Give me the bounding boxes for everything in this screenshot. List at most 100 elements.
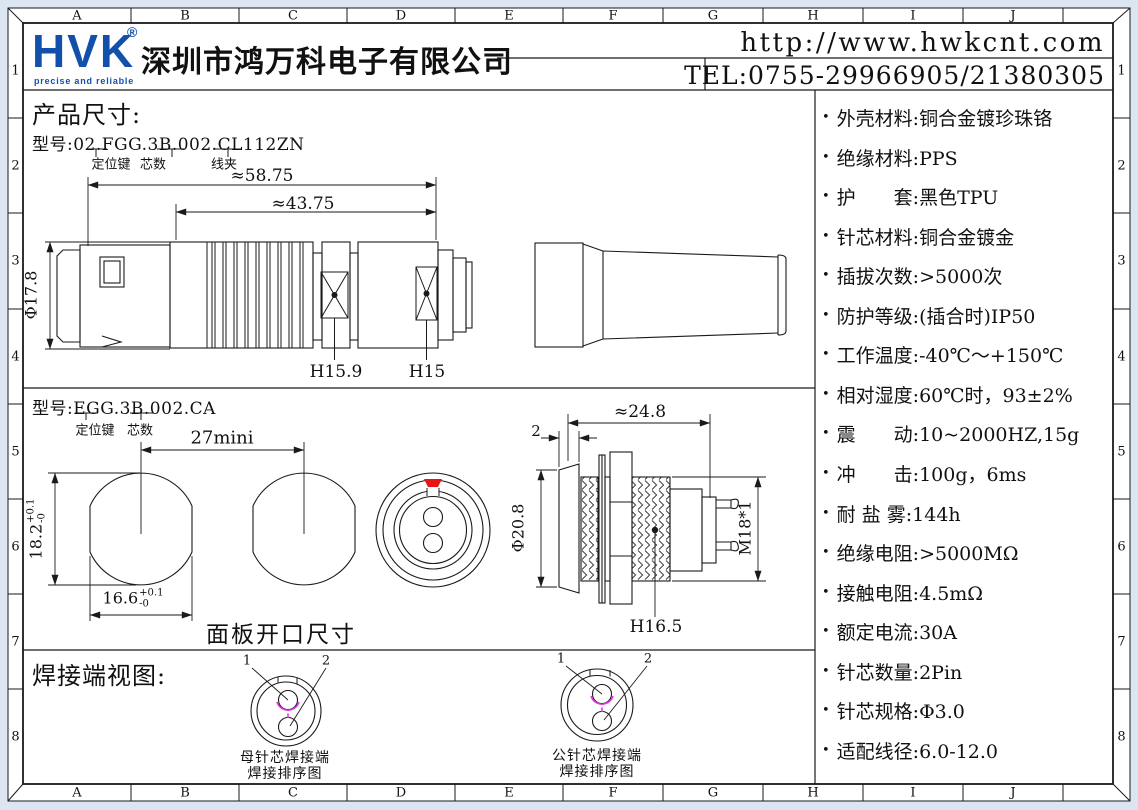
solder-mark (590, 695, 614, 712)
dim-cutout-height-value: 18.2 (26, 523, 46, 560)
spec-text: 针芯材料:铜合金镀金 (836, 226, 1015, 249)
grid-col-bottom-D: D (395, 785, 407, 800)
bullet-icon: • (822, 347, 830, 363)
dim-cutout-height: 18.2+0.1-0 (25, 498, 48, 560)
hex-symbol-2 (415, 266, 438, 360)
plug-side-view (45, 148, 473, 360)
callout-wire-clamp: 线夹 (210, 157, 238, 173)
spec-item-2: • 绝缘材料:PPS (822, 144, 1110, 171)
grid-col-top-B: B (180, 8, 190, 23)
grid-row-left-3: 3 (11, 253, 20, 269)
grid-col-bottom-J: J (1010, 785, 1016, 800)
grid-row-right-2: 2 (1117, 158, 1126, 173)
spec-text: 护 套:黑色TPU (836, 187, 999, 210)
grid-col-top-E: E (504, 8, 514, 23)
panel-cutout-views (48, 412, 356, 621)
grid-col-bottom-C: C (288, 785, 298, 800)
grid-col-bottom-F: F (608, 785, 618, 800)
dim-cutout-width-value: 16.6 (102, 588, 139, 608)
spec-item-9: •震 动:10~2000HZ,15g (822, 420, 1110, 447)
bullet-icon: • (822, 505, 830, 521)
spec-item-13: •接触电阻:4.5mΩ (822, 579, 1110, 606)
grid-col-top-D: D (395, 8, 407, 23)
company-name: 深圳市鸿万科电子有限公司 (141, 46, 513, 79)
dim-body-length: ≈43.75 (271, 194, 335, 214)
dim-receptacle-diameter: Φ20.8 (508, 503, 528, 553)
dim-overall-length: ≈58.75 (230, 166, 294, 186)
spec-text: 冲 击:100g，6ms (836, 464, 1027, 487)
title-block-lines (23, 57, 1113, 784)
grid-col-bottom-H: H (807, 785, 819, 800)
grid-row-right-5: 5 (1117, 444, 1126, 459)
dim-plug-diameter: Φ17.8 (21, 270, 41, 320)
grid-col-top-J: J (1010, 8, 1016, 23)
grid-row-right-7: 7 (1117, 634, 1126, 649)
grid-col-bottom-G: G (707, 785, 719, 800)
dim-thread-spec: M18*1 (735, 500, 755, 556)
registered-mark-icon: ® (127, 24, 138, 40)
grid-row-left-8: 8 (11, 729, 20, 744)
section1-title: 产品尺寸: (32, 101, 142, 129)
dim-pitch: 27mini (190, 427, 254, 449)
spec-item-16: • 针芯规格:Φ3.0 (822, 697, 1110, 724)
spec-text: 插拔次数:>5000次 (836, 266, 1003, 289)
callout-core-count: 芯数 (139, 157, 167, 173)
female-pin1-label: 1 (242, 653, 252, 669)
section1-model-number: 型号:02.FGG.3B.002.CL112ZN (32, 135, 305, 155)
face-view (375, 472, 491, 588)
grid-col-top-A: A (72, 8, 82, 23)
bullet-icon: • (822, 466, 830, 482)
spec-item-12: •绝缘电阻:>5000MΩ (822, 539, 1110, 566)
spec-item-7: •工作温度:-40℃～+150℃ (822, 341, 1110, 368)
solder-mark (276, 701, 300, 718)
grid-row-left-6: 6 (11, 539, 20, 554)
male-caption-line1: 公针芯焊接端 (552, 748, 642, 764)
grid-col-top-F: F (608, 8, 618, 23)
dim-hex-15: H15 (408, 362, 446, 382)
tol-minus: -0 (36, 513, 47, 523)
spec-item-8: •相对湿度:60℃时，93±2% (822, 381, 1110, 408)
dim-hex-16-5: H16.5 (629, 617, 683, 637)
hex-symbol-1 (320, 271, 349, 360)
male-caption-line2: 焊接排序图 (559, 764, 635, 780)
website-url: http://www.hwkcnt.com (740, 28, 1105, 58)
grid-col-top-G: G (707, 8, 719, 23)
spec-text: 针芯规格:Φ3.0 (836, 701, 965, 724)
bullet-icon: • (822, 703, 830, 719)
section3-title: 焊接端视图: (32, 662, 167, 690)
grid-row-right-3: 3 (1117, 253, 1126, 269)
spec-text: 接触电阻:4.5mΩ (836, 582, 984, 605)
spec-item-14: •额定电流:30A (822, 618, 1110, 645)
section2-model-number: 型号:EGG.3B.002.CA (32, 399, 216, 419)
spec-text: 针芯数量:2Pin (836, 661, 963, 684)
grid-row-left-2: 2 (11, 158, 20, 173)
male-pin1-label: 1 (556, 651, 566, 667)
grid-row-left-4: 4 (11, 349, 20, 364)
grid-row-left-1: 1 (11, 63, 20, 78)
grid-col-top-H: H (807, 8, 819, 23)
spec-text: 相对湿度:60℃时，93±2% (836, 384, 1073, 407)
bullet-icon: • (822, 149, 830, 165)
female-pin2-label: 2 (321, 653, 331, 669)
bullet-icon: • (822, 268, 830, 284)
spec-text: 外壳材料:铜合金镀珍珠铬 (836, 108, 1053, 130)
grid-row-left-5: 5 (11, 444, 20, 459)
grid-col-bottom-I: I (910, 785, 916, 800)
tol-plus: +0.1 (25, 498, 37, 523)
tol-minus: -0 (139, 598, 149, 609)
bullet-icon: • (822, 545, 830, 561)
logo-tagline: precise and reliable (34, 76, 135, 86)
dim-receptacle-length: ≈24.8 (613, 402, 667, 422)
grid-row-right-4: 4 (1117, 349, 1126, 364)
spec-item-4: •针芯材料:铜合金镀金 (822, 223, 1110, 250)
grid-col-top-I: I (910, 8, 916, 23)
grid-row-right-1: 1 (1117, 63, 1126, 78)
boot-drawing (534, 242, 787, 348)
grid-col-bottom-E: E (504, 785, 514, 800)
hvk-logo: HVK (32, 25, 136, 77)
grid-row-right-6: 6 (1117, 539, 1126, 554)
spec-text: 绝缘材料:PPS (836, 147, 958, 170)
dim-flange-thickness: 2 (531, 422, 541, 440)
